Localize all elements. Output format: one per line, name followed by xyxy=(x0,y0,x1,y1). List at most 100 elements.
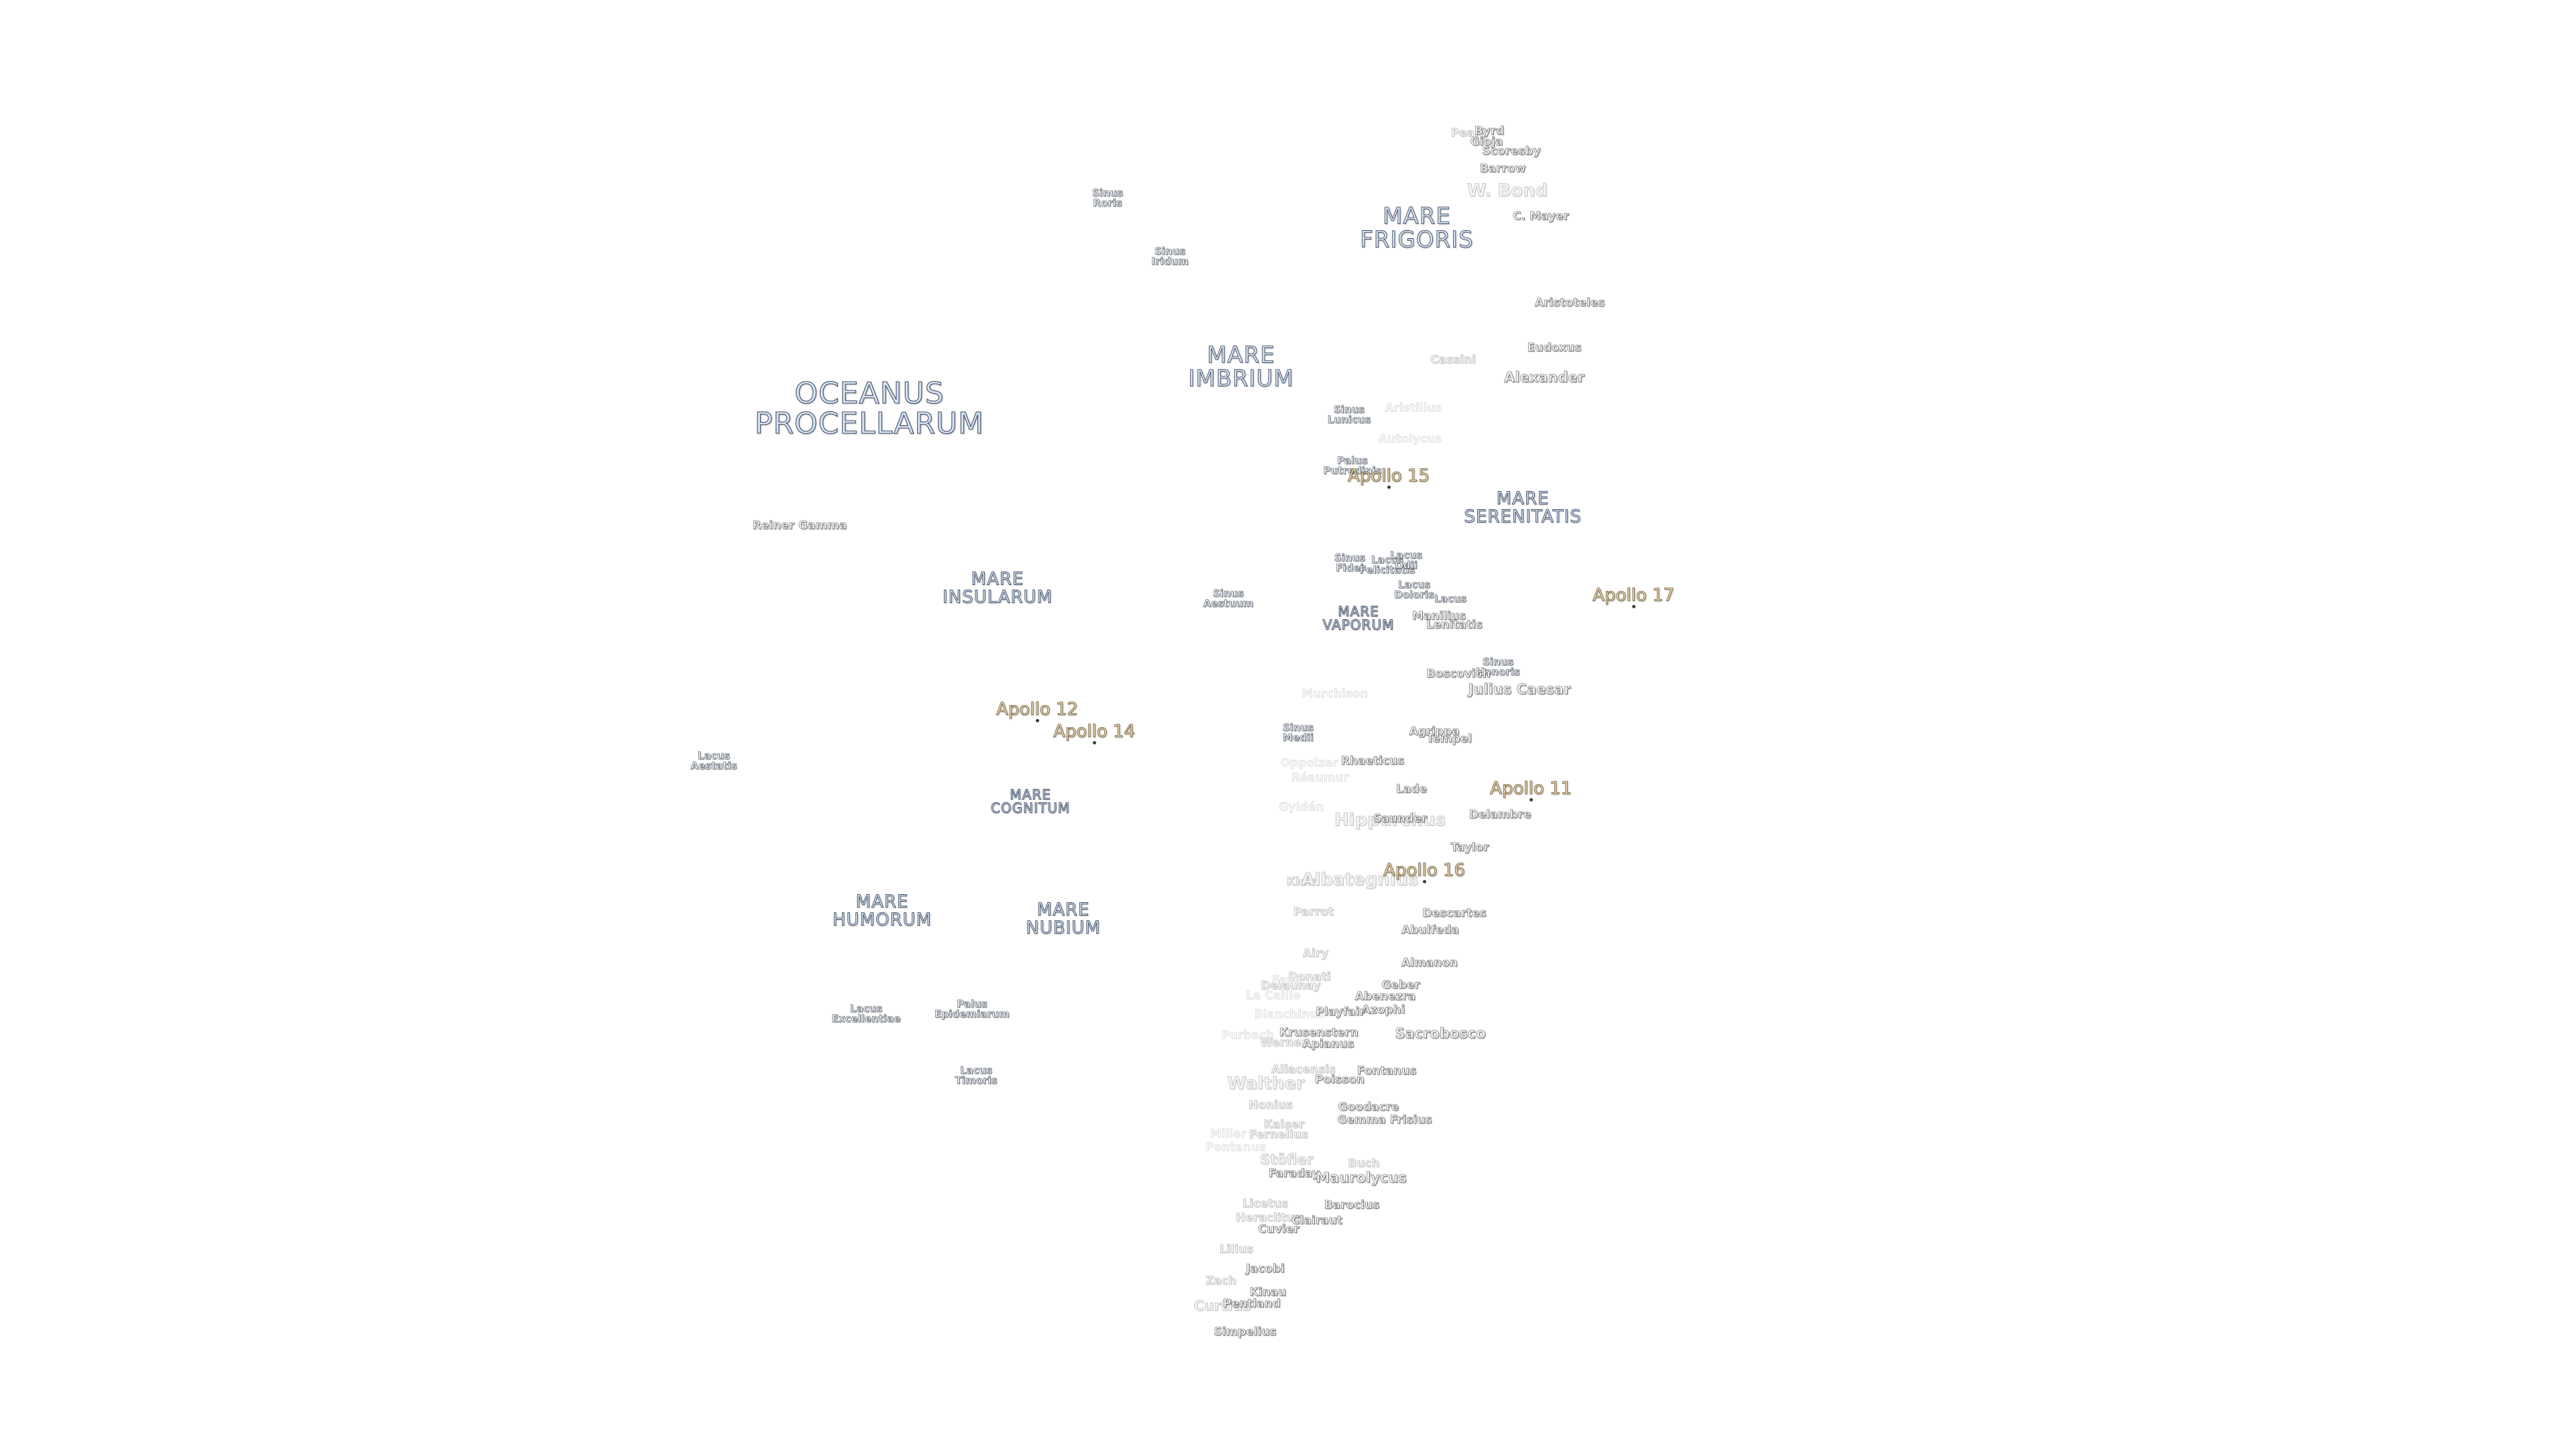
label-sinus-iridum: Sinus Iridum xyxy=(1151,245,1189,268)
label-crater-aristillus: Aristillus xyxy=(1385,401,1442,415)
label-crater-agrippa: Agrippa xyxy=(1409,724,1460,739)
label-crater-werner: Werner xyxy=(1259,1036,1307,1050)
label-crater-saunder: Saunder xyxy=(1373,812,1428,826)
label-crater-boscovich: Boscovich xyxy=(1426,667,1491,681)
label-crater-gemma-frisius: Gemma Frisius xyxy=(1337,1113,1432,1127)
label-crater-pentland: Pentland xyxy=(1223,1297,1281,1311)
label-crater-parrot: Parrot xyxy=(1293,905,1334,919)
label-crater-licetus: Licetus xyxy=(1242,1197,1289,1211)
label-mare-insularum: MARE INSULARUM xyxy=(942,569,1053,607)
label-crater-heraclitus: Heraclitus xyxy=(1236,1211,1301,1225)
label-sinus-medii: Sinus Medii xyxy=(1282,721,1314,744)
label-crater-jacobi: Jacobi xyxy=(1246,1262,1285,1276)
label-sinus-aestuum: Sinus Aestuum xyxy=(1203,587,1254,610)
label-crater-tempel: Tempel xyxy=(1426,732,1472,746)
label-crater-w-bond: W. Bond xyxy=(1466,180,1548,201)
label-crater-goodacre: Goodacre xyxy=(1338,1100,1399,1114)
label-lacus-felicitatis: Lacus Felicitatis xyxy=(1359,553,1415,576)
label-sinus-fidei: Sinus Fidei xyxy=(1334,551,1366,574)
label-crater-scoresby: Scoresby xyxy=(1482,144,1541,158)
label-crater-lade: Lade xyxy=(1395,782,1428,796)
label-apollo-15: Apollo 15 xyxy=(1348,466,1430,488)
label-crater-curtius: Curtius xyxy=(1193,1297,1251,1314)
label-crater-gioja: Gioja xyxy=(1470,135,1503,149)
label-mare-nubium: MARE NUBIUM xyxy=(1026,900,1101,938)
label-lacus-doloris: Lacus Doloris xyxy=(1394,578,1434,601)
label-crater-byrd: Byrd xyxy=(1474,124,1505,138)
label-crater-almanon: Almanon xyxy=(1401,956,1458,970)
label-crater-gylden: Gyldén xyxy=(1279,800,1324,814)
label-crater-c-mayer: C. Mayer xyxy=(1513,209,1569,223)
label-crater-faye: Faye xyxy=(1271,973,1302,987)
label-mare-frigoris: MARE FRIGORIS xyxy=(1360,203,1474,253)
label-crater-taylor: Taylor xyxy=(1450,841,1489,855)
label-crater-lenitatis: Lenitatis xyxy=(1426,618,1483,632)
label-crater-aliacensis: Aliacensis xyxy=(1271,1063,1336,1077)
label-crater-maurolycus: Maurolycus xyxy=(1316,1169,1407,1186)
label-mare-imbrium: MARE IMBRIUM xyxy=(1188,341,1294,392)
label-crater-airy: Airy xyxy=(1302,947,1329,961)
label-crater-barocius: Barocius xyxy=(1324,1198,1380,1212)
label-crater-fontanus: Fontanus xyxy=(1356,1064,1417,1078)
label-lacus-timoris: Lacus Timoris xyxy=(955,1064,998,1087)
label-crater-autolycus: Autolycus xyxy=(1378,432,1442,446)
label-sinus-lunicus: Sinus Lunicus xyxy=(1327,403,1371,426)
label-apollo-12: Apollo 12 xyxy=(996,699,1078,722)
label-mare-serenitatis: MARE SERENITATIS xyxy=(1464,488,1582,527)
label-sinus-roris: Sinus Roris xyxy=(1091,186,1124,209)
label-lacus-excellentiae: Lacus Excellentiae xyxy=(831,1002,901,1025)
label-crater-kaiser: Kaiser xyxy=(1263,1118,1305,1132)
label-mare-cognitum: MARE COGNITUM xyxy=(990,786,1071,816)
label-apollo-16: Apollo 16 xyxy=(1383,860,1465,883)
label-crater-fernelius: Fernelius xyxy=(1248,1128,1309,1142)
label-crater-manilius: Manilius xyxy=(1411,609,1466,623)
label-crater-abenezra: Abenezra xyxy=(1354,989,1416,1004)
label-crater-krusenstern: Krusenstern xyxy=(1279,1026,1358,1040)
label-crater-pontanus: Pontanus xyxy=(1205,1140,1267,1155)
label-crater-eudoxus: Eudoxus xyxy=(1527,341,1582,355)
label-apollo-17: Apollo 17 xyxy=(1593,585,1674,608)
label-crater-zach: Zach xyxy=(1205,1274,1236,1288)
label-crater-miller: Miller xyxy=(1210,1127,1247,1141)
label-crater-kinau: Kinau xyxy=(1249,1285,1287,1299)
label-crater-azophi: Azophi xyxy=(1361,1003,1405,1017)
label-sinus-honoris: Sinus Honoris xyxy=(1476,655,1520,678)
label-crater-barrow: Barrow xyxy=(1479,162,1526,176)
label-crater-playfair: Playfair xyxy=(1316,1005,1365,1019)
label-crater-reaumur: Réaumur xyxy=(1291,771,1350,785)
label-crater-simpelius: Simpelius xyxy=(1214,1325,1277,1339)
label-crater-stofler: Stöfler xyxy=(1260,1151,1313,1168)
label-apollo-11: Apollo 11 xyxy=(1490,778,1572,801)
label-oceanus-procellarum: OCEANUS PROCELLARUM xyxy=(754,376,985,441)
label-crater-clairaut: Clairaut xyxy=(1291,1214,1342,1228)
label-crater-peary: Peary xyxy=(1450,126,1488,140)
label-crater-faraday: Faraday xyxy=(1268,1167,1320,1181)
label-crater-purbach: Purbach xyxy=(1221,1028,1275,1042)
label-crater-hipparchus: Hipparchus xyxy=(1334,810,1446,830)
label-crater-cuvier: Cuvier xyxy=(1258,1222,1299,1236)
label-mare-vaporum: MARE VAPORUM xyxy=(1322,603,1395,633)
label-crater-walther: Walther xyxy=(1227,1073,1305,1094)
label-crater-alexander: Alexander xyxy=(1504,369,1585,386)
label-apollo-14: Apollo 14 xyxy=(1053,721,1135,744)
label-crater-abulfeda: Abulfeda xyxy=(1401,923,1459,937)
label-crater-blanchinus: Blanchinus xyxy=(1254,1008,1325,1022)
label-crater-julius-caesar: Julius Caesar xyxy=(1468,681,1571,698)
label-crater-lilius: Lilius xyxy=(1219,1242,1254,1256)
label-crater-la-caille: La Caille xyxy=(1246,989,1301,1003)
label-crater-rhaeticus: Rhaeticus xyxy=(1340,754,1405,768)
label-crater-apianus: Apianus xyxy=(1302,1037,1354,1051)
label-crater-geber: Geber xyxy=(1381,978,1420,992)
label-crater-aristoteles: Aristoteles xyxy=(1534,296,1605,310)
label-mare-humorum: MARE HUMORUM xyxy=(832,892,932,930)
label-lacus-odii: Lacus Odii xyxy=(1389,549,1423,572)
label-crater-cassini: Cassini xyxy=(1430,353,1476,367)
label-lacus-gaudii: Lacus xyxy=(1434,592,1467,605)
label-crater-delaunay: Delaunay xyxy=(1260,979,1321,993)
label-crater-descartes: Descartes xyxy=(1422,906,1487,920)
label-lacus-aestatis: Lacus Aestatis xyxy=(690,749,737,772)
label-crater-sacrobosco: Sacrobosco xyxy=(1395,1025,1486,1042)
label-crater-donati: Donati xyxy=(1288,970,1331,984)
label-crater-murchison: Murchison xyxy=(1301,687,1368,701)
